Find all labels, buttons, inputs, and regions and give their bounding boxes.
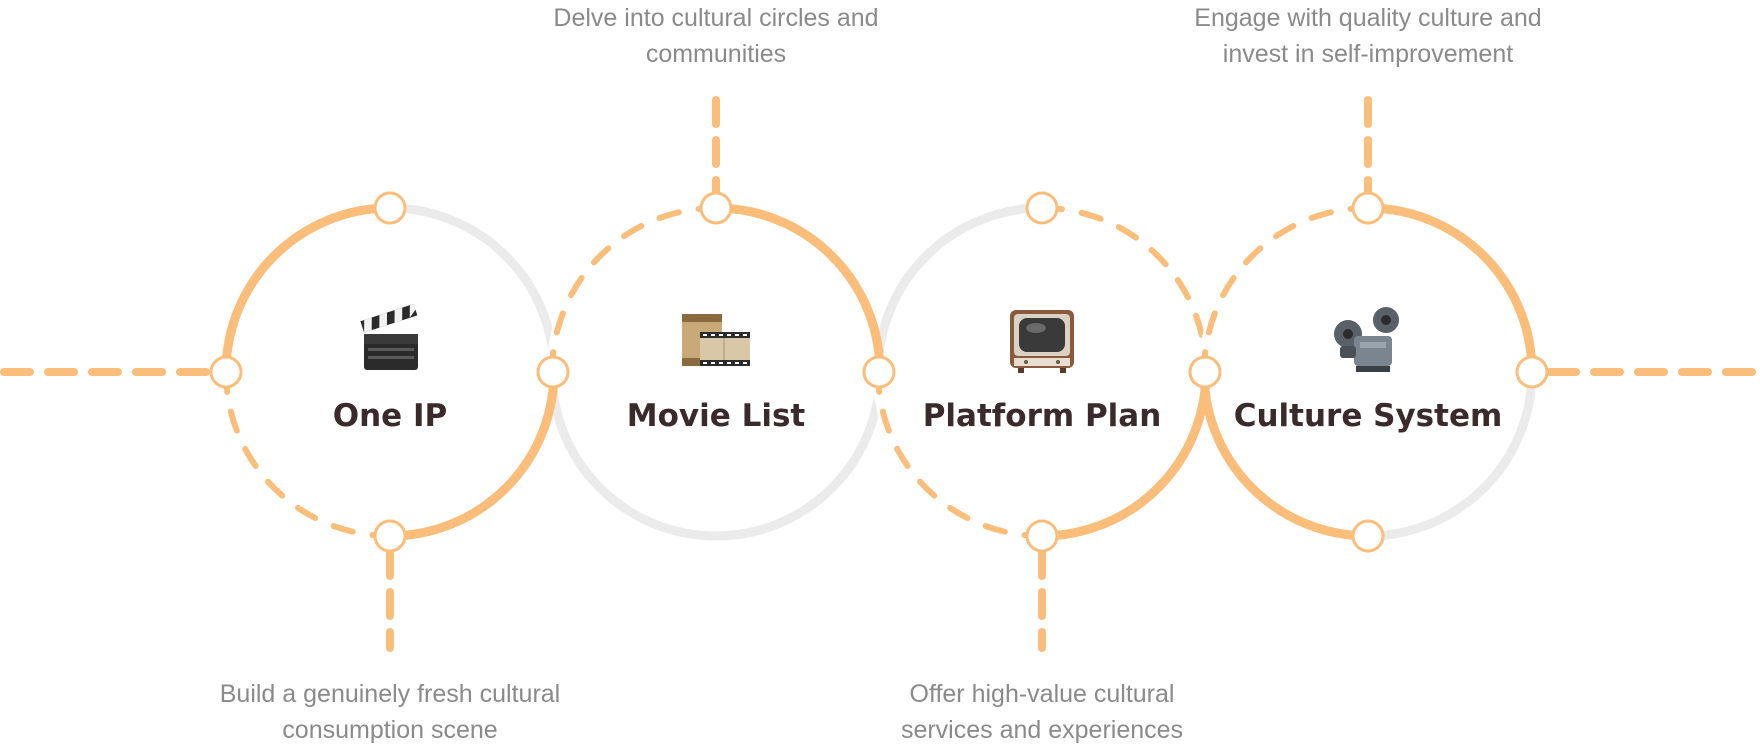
- arc-platform-plan-top-right-dashed: [1039, 205, 1209, 375]
- caption-movie-list-line2: communities: [645, 40, 787, 68]
- caption-platform-plan-line1: Offer high-value cultural: [909, 680, 1175, 708]
- node-one-ip-left: [209, 355, 243, 389]
- caption-one-ip: Build a genuinely fresh cultural consump…: [190, 676, 590, 748]
- caption-movie-list-line1: Delve into cultural circles and: [553, 4, 879, 32]
- node-one-ip-bottom: [373, 519, 407, 553]
- film-reel-icon: [678, 302, 754, 378]
- arc-movie-list-top-right: [715, 203, 885, 373]
- arc-one-ip-bottom-right: [389, 371, 559, 541]
- node-junction-2: [862, 355, 896, 389]
- node-junction-1: [536, 355, 570, 389]
- title-culture-system: Culture System: [1233, 398, 1503, 434]
- television-icon: [1004, 302, 1080, 378]
- caption-culture-system-line2: invest in self-improvement: [1222, 40, 1514, 68]
- node-platform-plan-top: [1025, 191, 1059, 225]
- caption-movie-list: Delve into cultural circles and communit…: [516, 0, 916, 72]
- caption-platform-plan-line2: services and experiences: [900, 716, 1184, 744]
- arc-culture-system-top-left-dashed: [1201, 205, 1371, 375]
- node-movie-list-top: [699, 191, 733, 225]
- node-platform-plan-bottom: [1025, 519, 1059, 553]
- caption-culture-system: Engage with quality culture and invest i…: [1168, 0, 1568, 72]
- caption-one-ip-line1: Build a genuinely fresh cultural: [219, 680, 561, 708]
- caption-platform-plan: Offer high-value cultural services and e…: [842, 676, 1242, 748]
- title-movie-list: Movie List: [626, 398, 806, 434]
- clapper-board-icon: [352, 302, 428, 378]
- node-culture-system-top: [1351, 191, 1385, 225]
- node-junction-3: [1188, 355, 1222, 389]
- title-platform-plan: Platform Plan: [922, 398, 1162, 434]
- caption-culture-system-line1: Engage with quality culture and: [1194, 4, 1542, 32]
- film-projector-icon: [1330, 302, 1406, 378]
- arc-platform-plan-bottom-right: [1041, 371, 1211, 541]
- arc-culture-system-bottom-left: [1199, 371, 1369, 541]
- arc-platform-plan-bottom-left-dashed: [875, 369, 1045, 539]
- caption-one-ip-line2: consumption scene: [282, 716, 498, 744]
- arc-culture-system-top-right: [1367, 203, 1537, 373]
- arc-one-ip-top-left: [221, 203, 391, 373]
- arc-one-ip-dashed-overlay: [223, 369, 393, 539]
- node-culture-system-bottom: [1351, 519, 1385, 553]
- arc-movie-list-dashed: [549, 205, 719, 375]
- node-one-ip-top: [373, 191, 407, 225]
- node-culture-system-right: [1515, 355, 1549, 389]
- title-one-ip: One IP: [332, 398, 448, 434]
